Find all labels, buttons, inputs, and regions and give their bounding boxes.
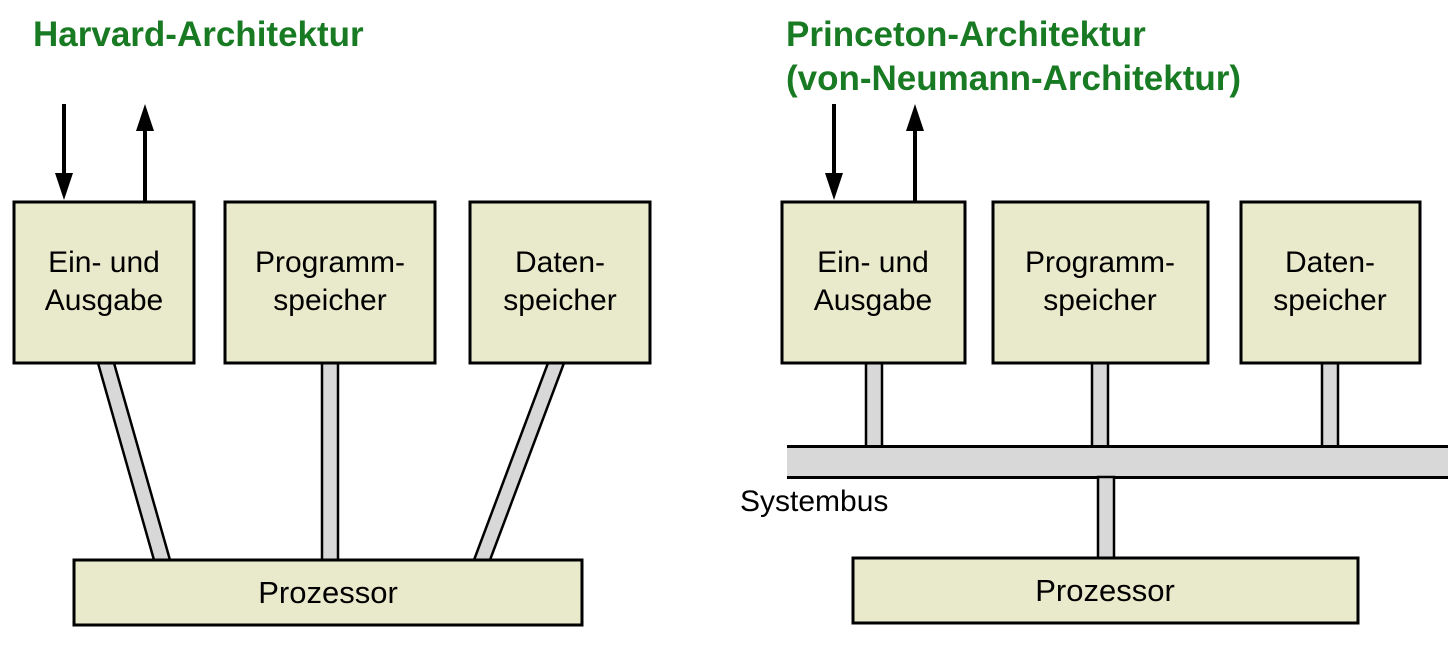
processor-box: Prozessor	[72, 558, 584, 627]
program-memory-label-line1: Programm-	[255, 246, 405, 279]
princeton-title-line2: (von-Neumann-Architektur)	[786, 59, 1241, 98]
data-memory-label-line1: Daten-	[1285, 246, 1375, 279]
output-arrow-icon	[906, 104, 924, 202]
output-arrow-icon	[136, 104, 154, 201]
data-memory-label-line2: speicher	[503, 284, 616, 317]
data-memory-label-line2: speicher	[1273, 284, 1386, 317]
data-bus-connector	[1320, 361, 1340, 450]
input-arrow-head	[825, 173, 843, 200]
system-bus-band	[787, 447, 1448, 477]
system-bus-label: Systembus	[740, 485, 888, 518]
program-memory-box: Programm- speicher	[991, 200, 1210, 365]
io-box-rect	[780, 200, 967, 365]
processor-label: Prozessor	[258, 575, 398, 610]
program-memory-box-rect	[223, 200, 437, 365]
io-box-label-line1: Ein- und	[48, 246, 160, 279]
princeton-panel: Princeton-Architektur (von-Neumann-Archi…	[740, 15, 1448, 625]
program-bus-connector	[1090, 361, 1110, 450]
program-memory-label-line2: speicher	[1043, 284, 1156, 317]
io-box-label-line2: Ausgabe	[814, 284, 932, 317]
data-processor-connector	[472, 361, 566, 562]
princeton-title-line1: Princeton-Architektur	[786, 15, 1146, 54]
processor-box: Prozessor	[851, 556, 1360, 625]
program-memory-label-line2: speicher	[273, 284, 386, 317]
processor-label: Prozessor	[1035, 573, 1175, 608]
program-memory-box-rect	[991, 200, 1210, 365]
data-memory-box-rect	[468, 200, 652, 365]
processor-box-rect	[851, 556, 1360, 625]
io-bus-connector	[864, 361, 884, 450]
io-box: Ein- und Ausgabe	[12, 200, 196, 365]
io-box-label-line1: Ein- und	[817, 246, 929, 279]
processor-box-rect	[72, 558, 584, 627]
io-box: Ein- und Ausgabe	[780, 200, 967, 365]
io-box-rect	[12, 200, 196, 365]
data-memory-box: Daten- speicher	[1239, 200, 1422, 365]
io-processor-connector	[96, 361, 172, 562]
output-arrow-head	[906, 104, 924, 131]
input-arrow-icon	[825, 104, 843, 200]
data-memory-box-rect	[1239, 200, 1422, 365]
program-memory-box: Programm- speicher	[223, 200, 437, 365]
program-memory-label-line1: Programm-	[1025, 246, 1175, 279]
input-arrow-icon	[55, 104, 73, 200]
harvard-title: Harvard-Architektur	[33, 15, 364, 54]
data-memory-box: Daten- speicher	[468, 200, 652, 365]
output-arrow-head	[136, 104, 154, 131]
bus-processor-connector	[1096, 475, 1116, 562]
program-processor-connector	[320, 361, 340, 563]
harvard-panel: Harvard-Architektur Ein- und Ausgabe Pro…	[12, 15, 652, 627]
data-memory-label-line1: Daten-	[515, 246, 605, 279]
system-bus	[787, 445, 1448, 479]
io-box-label-line2: Ausgabe	[45, 284, 163, 317]
input-arrow-head	[55, 173, 73, 200]
